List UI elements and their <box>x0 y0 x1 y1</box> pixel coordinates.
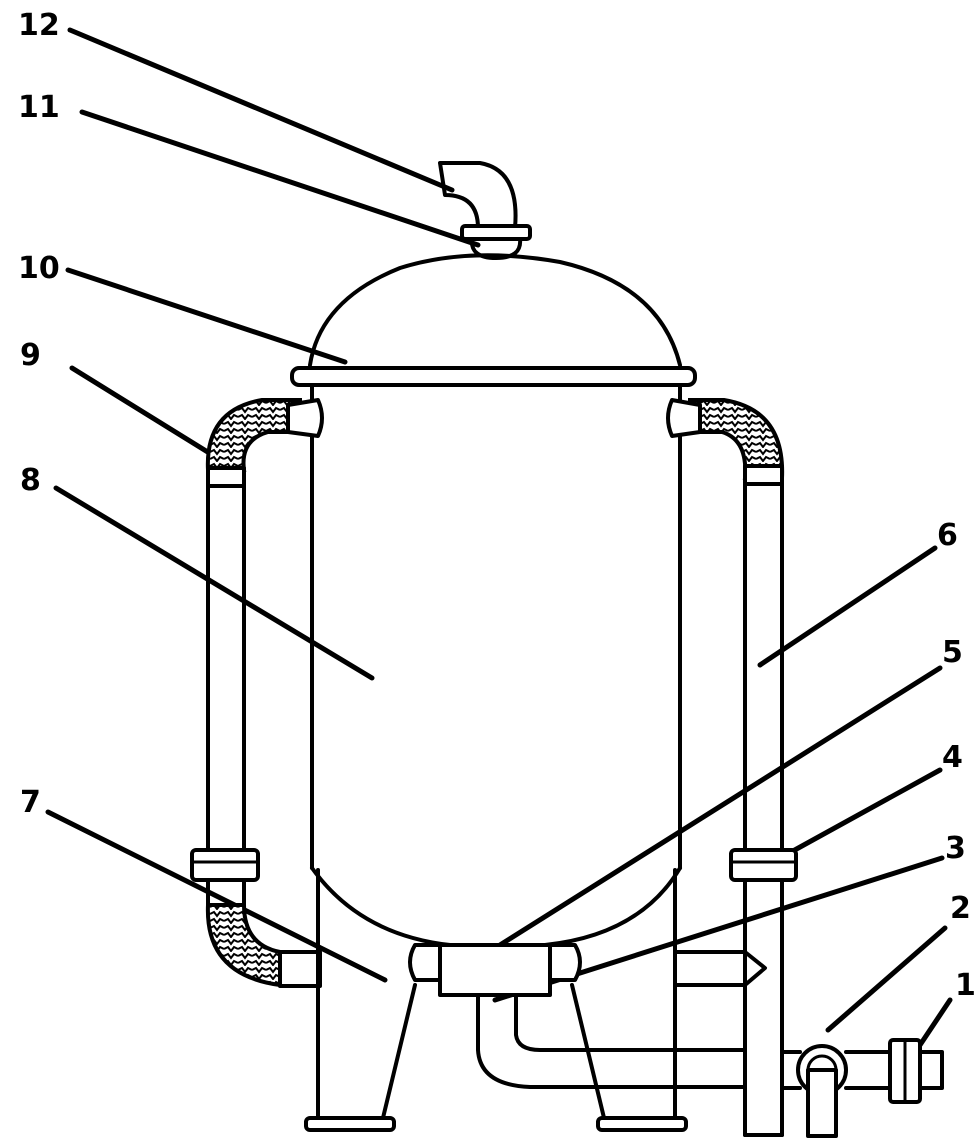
leader-2 <box>825 925 948 1033</box>
leader-5 <box>497 665 943 948</box>
callout-6: 6 <box>937 518 958 553</box>
bottom-outlet <box>408 943 602 1089</box>
callout-9: 9 <box>20 338 41 373</box>
support-legs <box>304 868 767 1132</box>
callout-2: 2 <box>950 891 971 926</box>
leader-11 <box>79 109 481 248</box>
leader-10 <box>65 267 348 365</box>
callout-labels: 12 11 10 9 8 7 6 5 4 3 2 1 <box>18 8 976 1003</box>
leader-12 <box>67 27 455 193</box>
callout-1: 1 <box>955 968 976 1003</box>
body-flange <box>290 366 697 387</box>
callout-11: 11 <box>18 90 60 125</box>
callout-7: 7 <box>20 785 41 820</box>
vessel-body <box>310 383 682 947</box>
callout-5: 5 <box>942 635 963 670</box>
right-circulation-pipe <box>666 398 798 1137</box>
callout-10: 10 <box>18 251 60 286</box>
leader-8 <box>53 485 375 681</box>
leader-lines <box>45 27 953 1063</box>
callout-8: 8 <box>20 463 41 498</box>
exhaust-elbow <box>438 161 532 260</box>
callout-4: 4 <box>942 740 963 775</box>
leader-7 <box>45 809 388 983</box>
callout-3: 3 <box>945 831 966 866</box>
callout-12: 12 <box>18 8 60 43</box>
leader-6 <box>757 545 938 668</box>
discharge-line <box>598 1038 944 1138</box>
top-dome <box>308 253 682 367</box>
left-circulation-pipe <box>190 398 324 988</box>
